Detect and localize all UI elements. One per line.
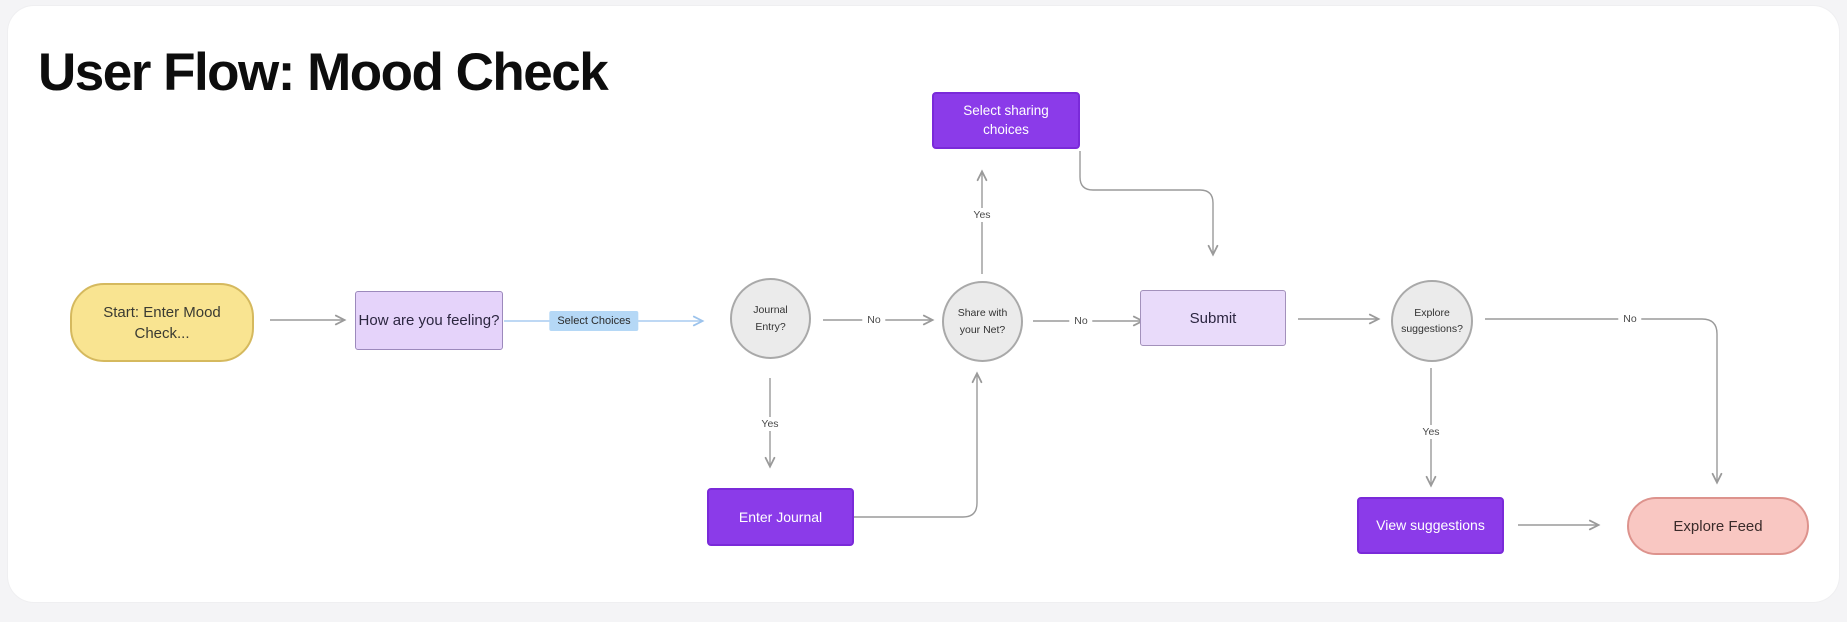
node-how-are-you-feeling-label: How are you feeling? [358,312,500,329]
edge-label-explore-no[interactable]: No [1618,312,1642,326]
edge-label-explore-yes[interactable]: Yes [1417,425,1445,439]
node-enter-journal[interactable]: Enter Journal [707,488,854,546]
node-select-sharing-choices-label: Select sharing choices [963,103,1049,137]
node-submit-label: Submit [1189,309,1237,327]
node-view-suggestions[interactable]: View suggestions [1357,497,1504,554]
node-view-suggestions-label: View suggestions [1376,517,1485,534]
node-explore-feed[interactable]: Explore Feed [1627,497,1809,555]
edge-label-journal-no[interactable]: No [862,313,886,327]
canvas [8,6,1839,602]
node-explore-suggestions[interactable]: Explore suggestions? [1391,280,1473,362]
node-journal-entry-label: Journal Entry? [753,304,788,333]
node-select-sharing-choices[interactable]: Select sharing choices [932,92,1080,149]
edge-label-share-no[interactable]: No [1069,314,1093,328]
node-journal-entry[interactable]: Journal Entry? [730,278,811,359]
edge-selectsharing-to-submit[interactable] [1079,151,1213,254]
edge-enterjournal-to-share[interactable] [854,374,977,518]
page-title[interactable]: User Flow: Mood Check [38,43,609,102]
node-enter-journal-label: Enter Journal [738,508,823,525]
node-explore-suggestions-label: Explore suggestions? [1401,306,1463,335]
node-share-with-net-label: Share with your Net? [957,307,1008,336]
node-share-with-net[interactable]: Share with your Net? [942,281,1023,362]
node-explore-feed-label: Explore Feed [1673,517,1763,535]
edge-label-share-yes[interactable]: Yes [968,208,996,222]
node-start[interactable]: Start: Enter Mood Check... [70,283,254,362]
edge-explore-no[interactable] [1485,318,1717,482]
edge-label-select-choices[interactable]: Select Choices [549,311,639,331]
node-submit[interactable]: Submit [1140,290,1286,346]
node-how-are-you-feeling[interactable]: How are you feeling? [355,291,503,350]
node-start-label: Start: Enter Mood Check... [103,303,221,342]
edge-label-journal-yes[interactable]: Yes [756,417,784,431]
